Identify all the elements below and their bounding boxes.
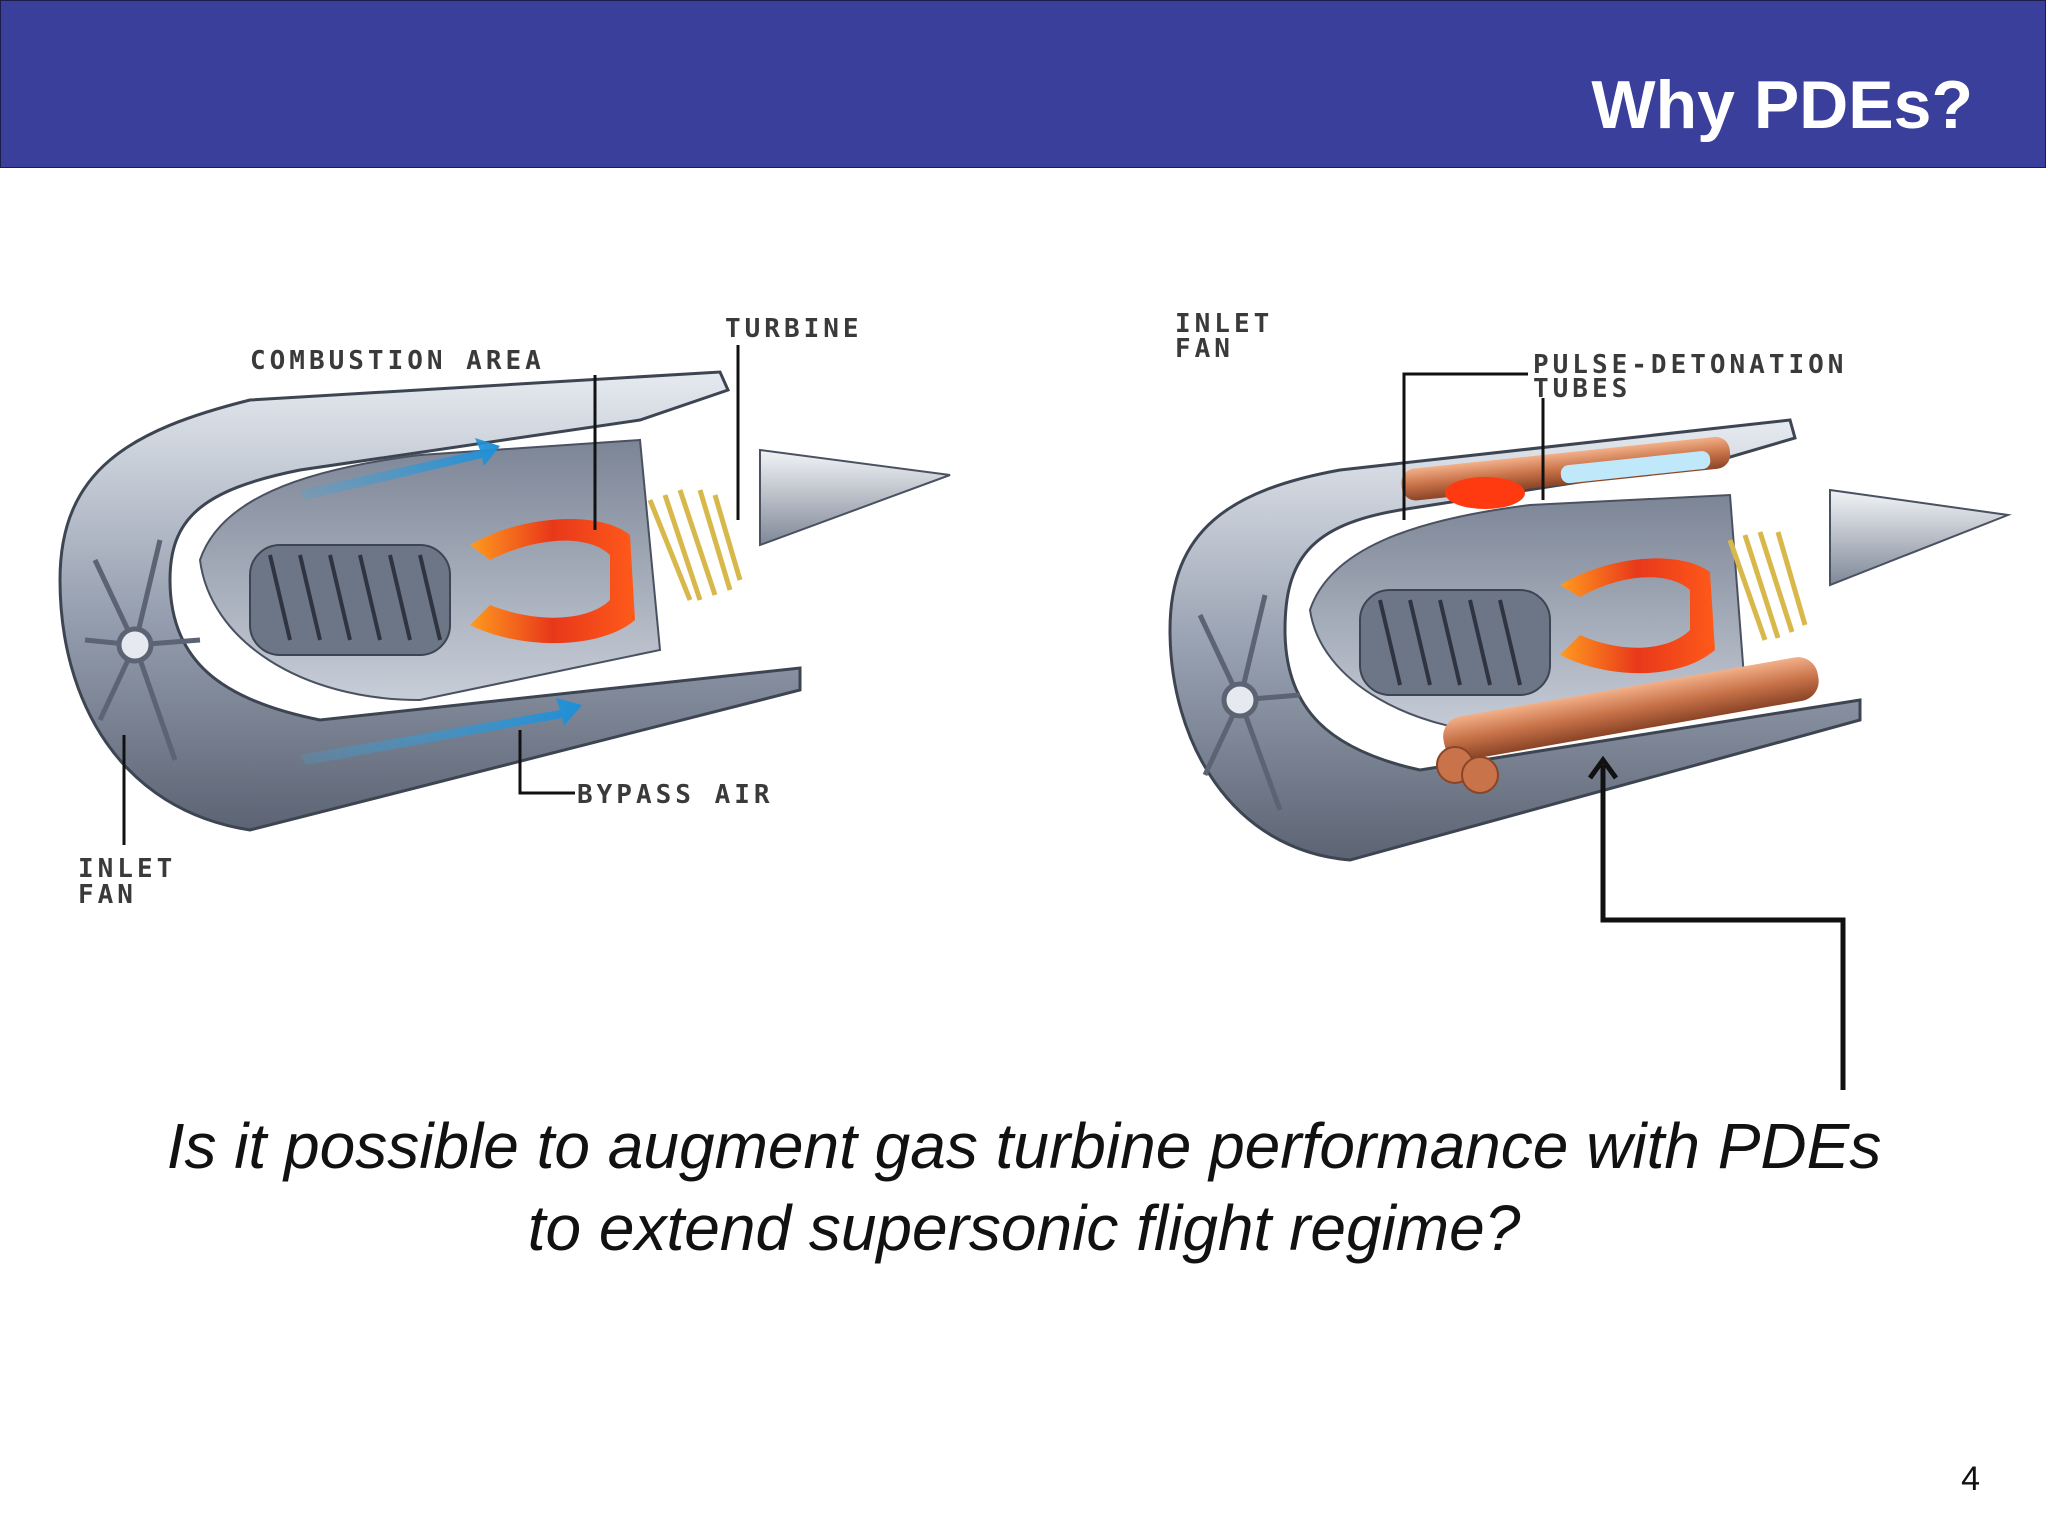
left-combustion-flame [470,518,635,644]
right-compressor [1359,589,1551,696]
left-outer-casing [58,370,802,832]
question-line-2: to extend supersonic flight regime? [527,1192,1521,1264]
label-left-inlet: INLET [78,854,176,884]
label-right-inlet: INLET [1175,309,1273,339]
right-inlet-fan [1197,594,1301,811]
right-outer-casing [1168,418,1862,862]
right-pde-tubes-top [1401,436,1731,509]
label-tubes: TUBES [1533,374,1631,404]
left-exhaust-cone [759,448,951,547]
right-pde-tubes-bottom [1436,657,1819,794]
right-combustion-flame [1560,558,1715,674]
label-pulse-detonation: PULSE-DETONATION [1533,350,1847,380]
right-turbine [1727,531,1808,641]
title-bar: Why PDEs? [0,0,2046,168]
right-leader-lines [1402,372,1545,520]
label-bypass-air: BYPASS AIR [577,780,774,810]
label-left-fan: FAN [78,880,137,910]
left-leader-lines [122,345,740,845]
label-turbine: TURBINE [725,314,863,344]
left-bypass-flow-bottom [300,698,582,765]
question-line-1: Is it possible to augment gas turbine pe… [166,1110,1882,1182]
label-combustion-area: COMBUSTION AREA [250,346,545,376]
left-engine: COMBUSTION AREA TURBINE BYPASS AIR INLET… [58,314,951,910]
slide-title: Why PDEs? [1591,67,1973,143]
pointer-arrow [1587,755,1846,1090]
right-engine: INLET FAN PULSE-DETONATION TUBES [1168,309,2012,1090]
left-inlet-fan [84,539,201,761]
label-right-fan: FAN [1175,334,1234,364]
left-compressor [249,544,451,656]
left-bypass-flow-top [300,438,500,500]
research-question: Is it possible to augment gas turbine pe… [60,1105,1988,1269]
page-number: 4 [1961,1460,1980,1498]
left-turbine [647,489,743,601]
right-exhaust-cone [1829,488,2012,587]
